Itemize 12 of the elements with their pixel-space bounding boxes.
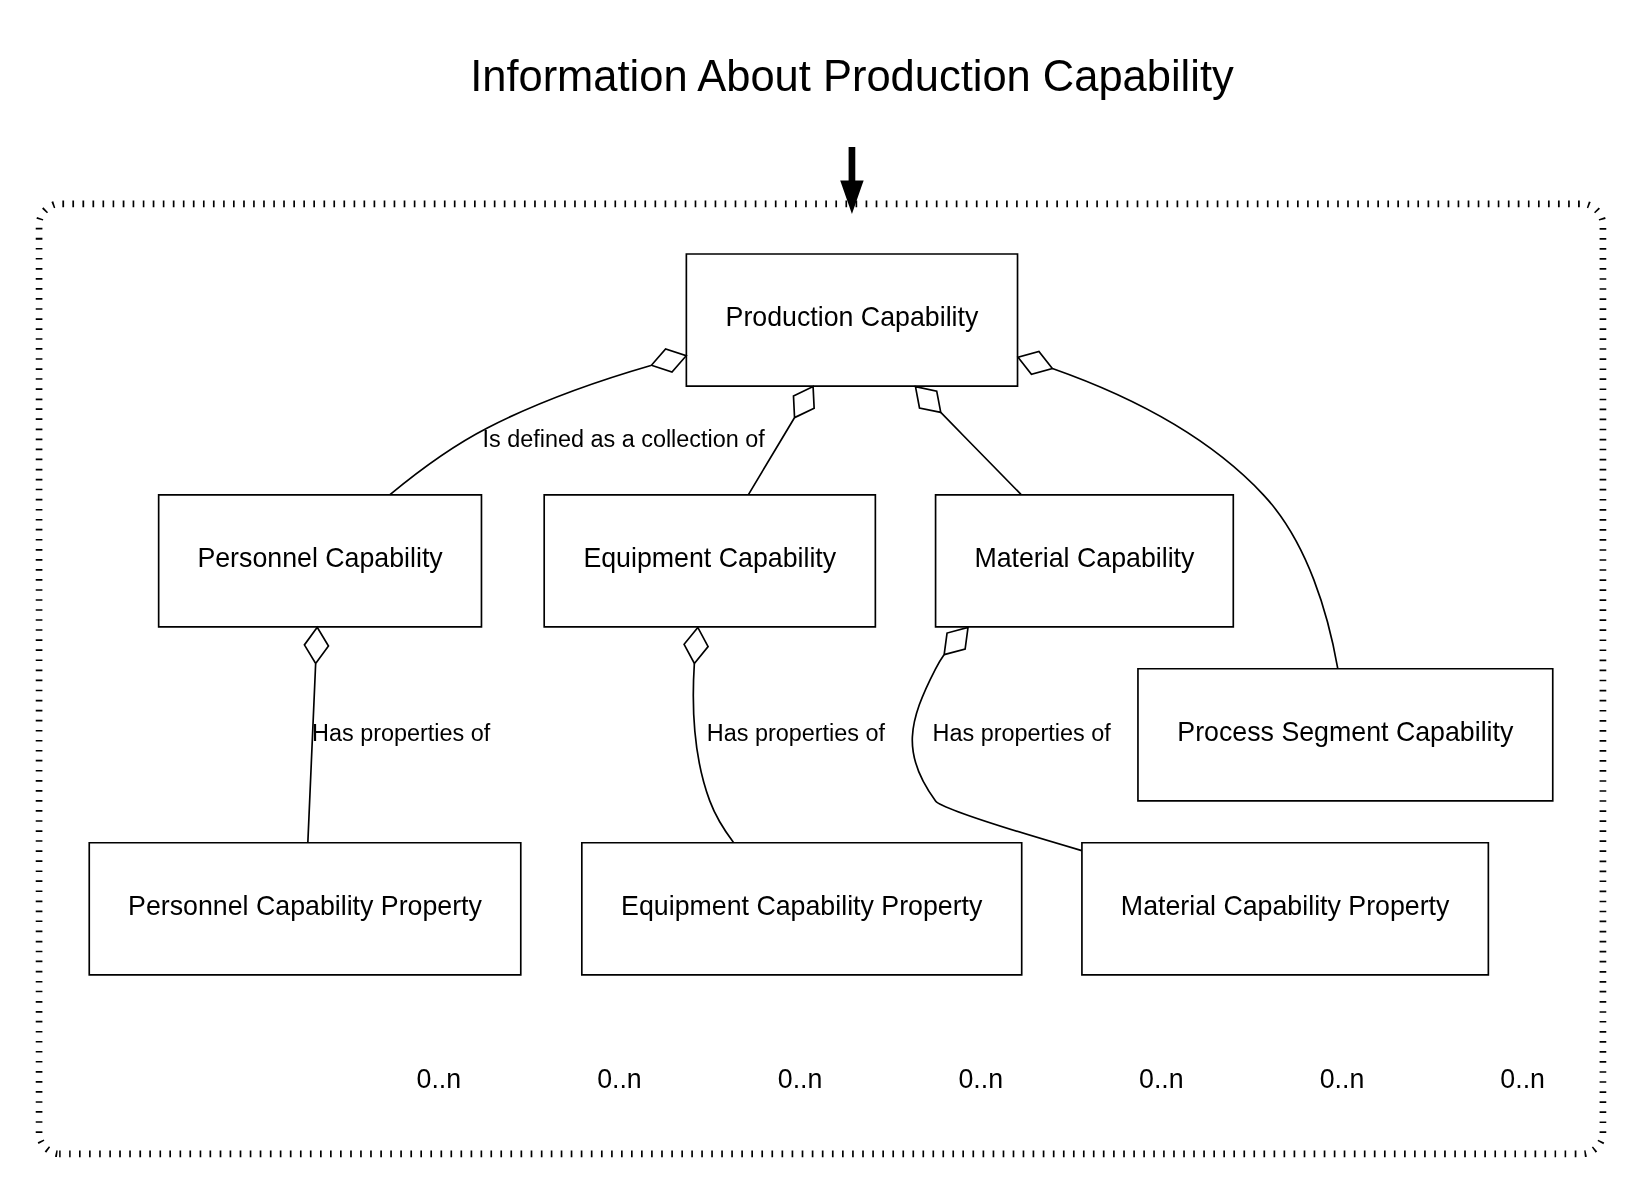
label: 0..n (1319, 1064, 1365, 1095)
edge-label: Is defined as a collection of (482, 425, 765, 452)
label: 0..n (958, 1064, 1004, 1095)
node-text: Information About Production Capability (470, 52, 1234, 101)
label: 0..n (777, 1064, 823, 1095)
label: 0..n (1500, 1064, 1545, 1095)
label: 0..n (416, 1064, 462, 1095)
label: 0..n (1139, 1064, 1184, 1095)
edge-label: Has properties of (706, 720, 886, 747)
label: 0..n (597, 1064, 642, 1095)
edge-label: Has properties of (932, 720, 1111, 747)
edge-label: Has properties of (312, 720, 491, 747)
